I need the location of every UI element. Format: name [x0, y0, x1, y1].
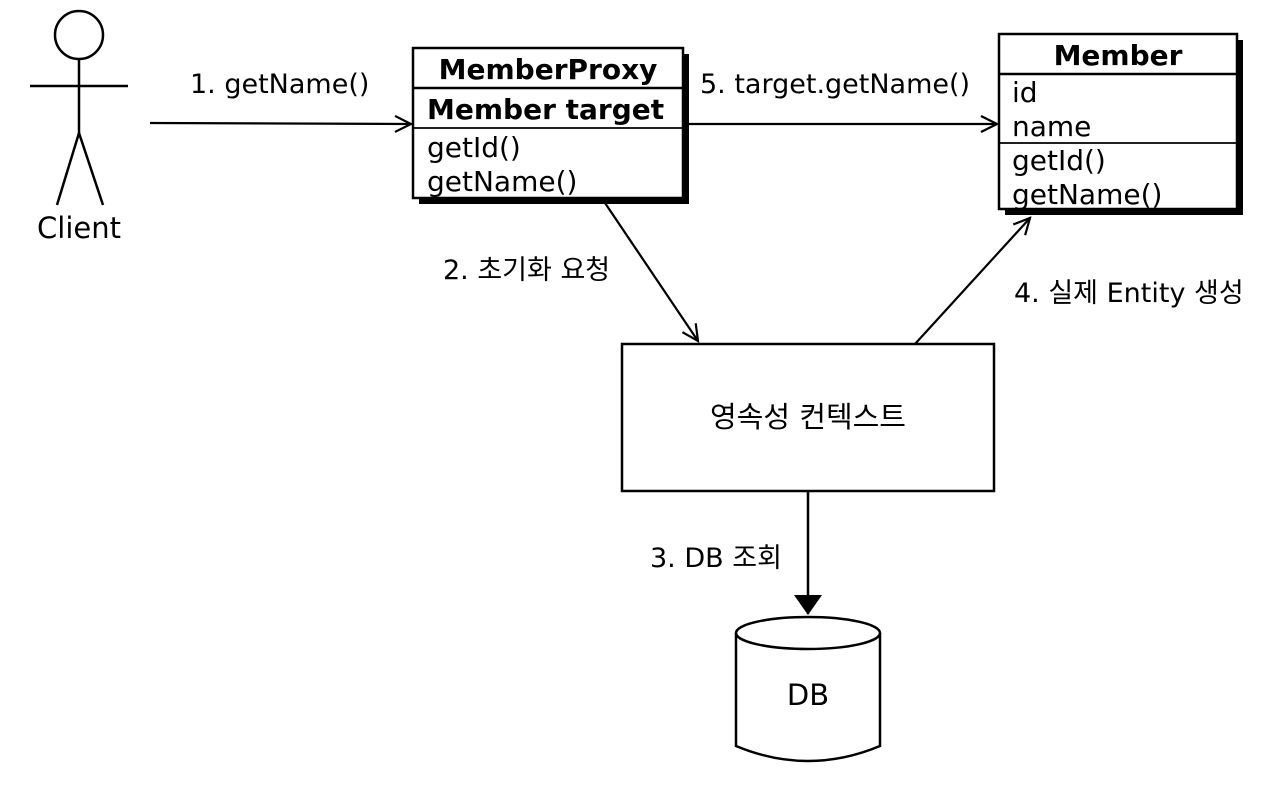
step-1-label: 1. getName() [190, 69, 369, 100]
arrow-step-2 [602, 199, 698, 341]
db-top [734, 615, 882, 651]
member-field: name [1012, 110, 1091, 143]
arrow-step-1 [149, 123, 411, 124]
client-actor: Client [30, 9, 128, 245]
proxy-box [411, 46, 685, 200]
proxy-method: getId() [427, 131, 521, 164]
member-class: Member id name getId() getName() [997, 32, 1243, 215]
member-method: getId() [1012, 144, 1106, 177]
member-field: id [1012, 76, 1038, 109]
actor-head [53, 9, 105, 61]
context-label: 영속성 컨텍스트 [710, 400, 906, 434]
step-5-label: 5. target.getName() [700, 69, 970, 100]
step-3-label: 3. DB 조회 [650, 543, 782, 574]
step-4-label: 4. 실제 Entity 생성 [1014, 278, 1244, 309]
member-method: getName() [1012, 178, 1162, 211]
actor-left-leg [55, 132, 81, 206]
actor-right-leg [77, 132, 105, 206]
actor-label: Client [37, 211, 121, 245]
proxy-method: getName() [427, 165, 577, 198]
context-box [620, 342, 996, 493]
proxy-title: MemberProxy [439, 53, 658, 86]
member-proxy-class: MemberProxy Member target getId() getNam… [411, 46, 689, 204]
member-title: Member [1054, 39, 1183, 72]
arrow-step-4 [914, 218, 1030, 345]
proxy-field: Member target [427, 93, 664, 126]
db-body [734, 633, 882, 763]
persistence-context: 영속성 컨텍스트 [620, 342, 996, 493]
member-box [997, 32, 1239, 211]
db-label: DB [787, 678, 829, 712]
database: DB [734, 615, 882, 763]
step-2-label: 2. 초기화 요청 [443, 255, 610, 286]
